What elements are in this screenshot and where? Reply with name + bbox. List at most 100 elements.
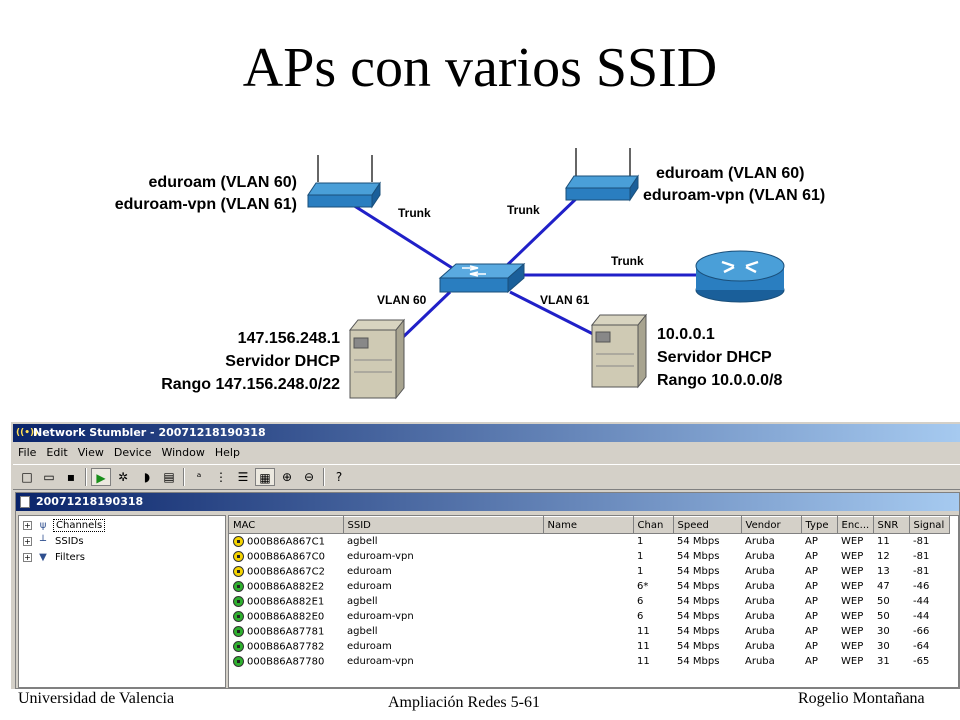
ssid-cell: eduroam: [347, 581, 392, 592]
mac-cell: 000B86A882E1: [229, 594, 343, 609]
type-cell: AP: [805, 581, 818, 592]
router-icon: [695, 250, 785, 303]
column-header-name[interactable]: Name: [543, 516, 634, 534]
snr-cell: 30: [877, 641, 890, 652]
table-row[interactable]: 000B86A867C0 eduroam-vpn 1 54 Mbps Aruba…: [229, 549, 949, 564]
play-icon[interactable]: ▶: [91, 468, 111, 486]
table-row[interactable]: 000B86A87782 eduroam 11 54 Mbps Aruba AP…: [229, 639, 949, 654]
snr-cell: 30: [877, 626, 890, 637]
toolbar-separator: [85, 468, 87, 486]
save-icon[interactable]: ▪: [66, 470, 76, 484]
table-row[interactable]: 000B86A882E1 agbell 6 54 Mbps Aruba AP W…: [229, 594, 949, 609]
network-diagram: eduroam (VLAN 60) eduroam-vpn (VLAN 61) …: [115, 148, 825, 400]
access-point-left-icon: [307, 155, 381, 209]
document-icon: [20, 496, 30, 508]
table-row[interactable]: 000B86A882E2 eduroam 6* 54 Mbps Aruba AP…: [229, 579, 949, 594]
expand-icon[interactable]: +: [23, 536, 32, 546]
menu-edit[interactable]: Edit: [46, 446, 68, 459]
column-header-vendor[interactable]: Vendor: [741, 516, 802, 534]
sort-icon[interactable]: ᵃ: [196, 470, 202, 484]
server-right-label-1: 10.0.0.1: [657, 326, 715, 343]
table-row[interactable]: 000B86A87780 eduroam-vpn 11 54 Mbps Arub…: [229, 654, 949, 669]
access-point-right-icon: [565, 148, 639, 202]
ssid-cell: eduroam-vpn: [347, 656, 414, 667]
expand-icon[interactable]: +: [23, 520, 32, 530]
speed-cell: 54 Mbps: [677, 611, 720, 622]
speed-cell: 54 Mbps: [677, 656, 720, 667]
column-header-signal[interactable]: Signal: [909, 516, 950, 534]
tree-icon[interactable]: ⋮: [215, 470, 227, 484]
zoom-out-icon[interactable]: ⊖: [303, 470, 315, 484]
auto-config-icon[interactable]: ◗: [143, 470, 151, 484]
column-header-enc[interactable]: Enc...: [837, 516, 874, 534]
snr-cell: 13: [877, 566, 890, 577]
table-row[interactable]: 000B86A867C2 eduroam 1 54 Mbps Aruba AP …: [229, 564, 949, 579]
column-header-ssid[interactable]: SSID: [343, 516, 544, 534]
expand-icon[interactable]: +: [23, 552, 32, 562]
configure-icon[interactable]: ✲: [117, 470, 129, 484]
tree-item-filters[interactable]: +▼Filters: [23, 550, 87, 566]
table-row[interactable]: 000B86A867C1 agbell 1 54 Mbps Aruba AP W…: [229, 534, 949, 550]
name-cell: [543, 609, 633, 624]
network-stumbler-window: ((•)) Network Stumbler - 20071218190318 …: [10, 421, 960, 689]
link-ap-right: [498, 193, 582, 274]
grid-icon[interactable]: ▦: [255, 468, 275, 486]
server-left-label-1: 147.156.248.1: [238, 330, 340, 347]
snr-cell: 12: [877, 551, 890, 562]
trunk-right-label: Trunk: [507, 203, 540, 217]
tree-item-label: Channels: [53, 519, 106, 532]
open-icon[interactable]: ▭: [43, 470, 55, 484]
menu-help[interactable]: Help: [214, 446, 240, 459]
table-row[interactable]: 000B86A882E0 eduroam-vpn 6 54 Mbps Aruba…: [229, 609, 949, 624]
column-header-type[interactable]: Type: [801, 516, 838, 534]
new-icon[interactable]: □: [21, 470, 33, 484]
type-cell: AP: [805, 641, 818, 652]
menu-device[interactable]: Device: [113, 446, 152, 459]
enc-cell: WEP: [841, 581, 864, 592]
ap-right-label-1: eduroam (VLAN 60): [656, 165, 804, 182]
table-header: MAC SSID Name Chan Speed Vendor Type Enc…: [229, 516, 950, 534]
menu-file[interactable]: File: [18, 446, 37, 459]
enc-cell: WEP: [841, 551, 864, 562]
window-title: Network Stumbler - 20071218190318: [33, 426, 266, 439]
column-header-speed[interactable]: Speed: [673, 516, 742, 534]
ssid-cell: agbell: [347, 536, 378, 547]
zoom-in-icon[interactable]: ⊕: [281, 470, 293, 484]
column-header-chan[interactable]: Chan: [633, 516, 674, 534]
tree-item-ssids[interactable]: +┴SSIDs: [23, 534, 86, 550]
signal-cell: -66: [913, 626, 930, 637]
properties-icon[interactable]: ▤: [163, 470, 175, 484]
window-titlebar[interactable]: ((•)) Network Stumbler - 20071218190318: [13, 424, 960, 442]
server-left-label-3: Rango 147.156.248.0/22: [161, 376, 340, 393]
mac-cell: 000B86A882E2: [229, 579, 343, 594]
menu-window[interactable]: Window: [161, 446, 205, 459]
snr-cell: 50: [877, 611, 890, 622]
signal-cell: -44: [913, 611, 930, 622]
trunk-router-label: Trunk: [611, 254, 644, 268]
list-icon[interactable]: ☰: [237, 470, 249, 484]
speed-cell: 54 Mbps: [677, 626, 720, 637]
lock-icon: [233, 655, 244, 667]
table-row[interactable]: 000B86A87781 agbell 11 54 Mbps Aruba AP …: [229, 624, 949, 639]
column-header-mac[interactable]: MAC: [229, 516, 344, 534]
lock-icon: [233, 625, 244, 637]
enc-cell: WEP: [841, 596, 864, 607]
enc-cell: WEP: [841, 626, 864, 637]
name-cell: [543, 564, 633, 579]
lock-icon: [233, 595, 244, 607]
enc-cell: WEP: [841, 536, 864, 547]
column-header-snr[interactable]: SNR: [873, 516, 910, 534]
chan-cell: 1: [637, 536, 644, 547]
document-titlebar[interactable]: 20071218190318: [16, 493, 959, 511]
ssid-cell: eduroam-vpn: [347, 551, 414, 562]
enc-cell: WEP: [841, 611, 864, 622]
name-cell: [543, 549, 633, 564]
lock-icon: [233, 565, 244, 577]
lock-icon: [233, 580, 244, 592]
name-cell: [543, 534, 633, 550]
help-icon[interactable]: ?: [335, 470, 343, 484]
menu-view[interactable]: View: [77, 446, 104, 459]
